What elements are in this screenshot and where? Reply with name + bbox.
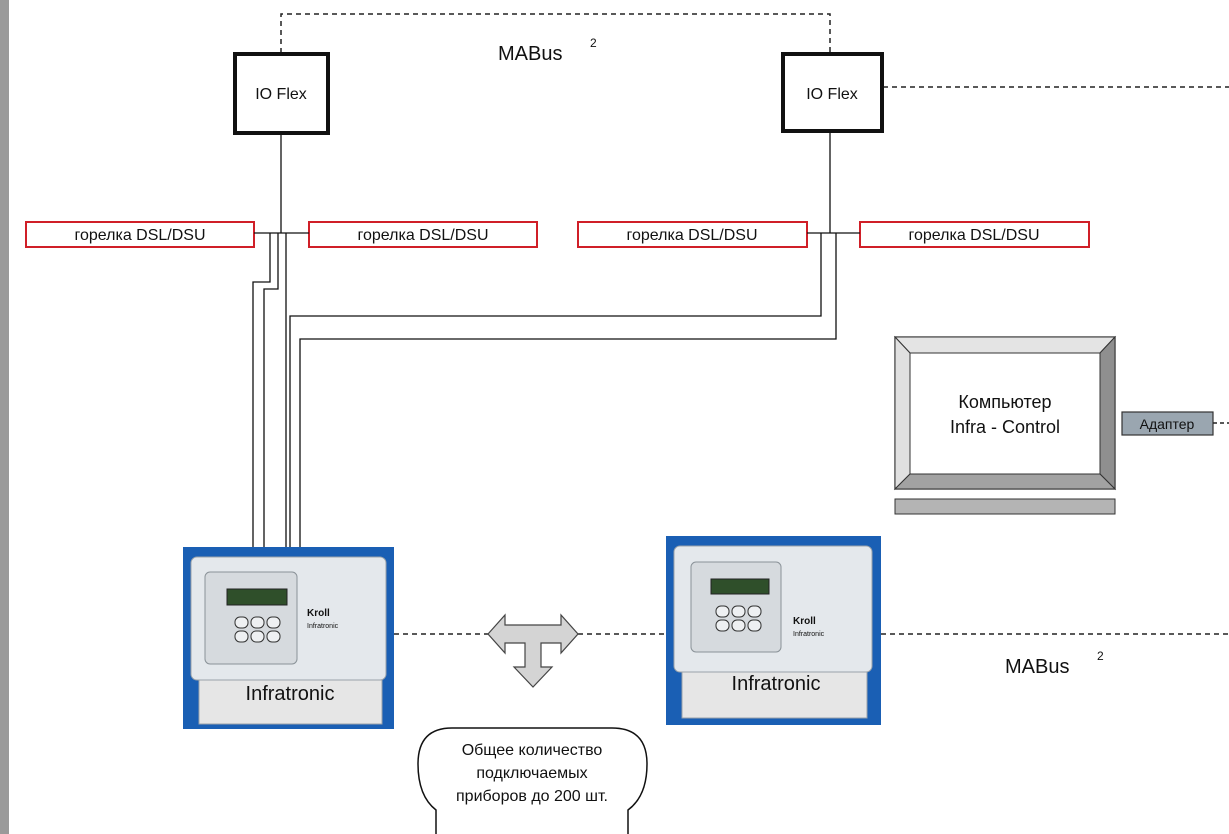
keypad-2 xyxy=(715,605,762,632)
mabus-top-superscript: 2 xyxy=(590,36,597,50)
io-flex-box-1: IO Flex xyxy=(233,52,330,135)
left-side-bar xyxy=(0,0,9,834)
controller-model-1: Infratronic xyxy=(307,623,339,630)
keypad-1 xyxy=(234,616,281,643)
mabus-bottom-superscript: 2 xyxy=(1097,649,1104,663)
burner-label-4: горелка DSL/DSU xyxy=(908,227,1039,244)
controller-brand-1: Kroll xyxy=(307,608,330,619)
right-cable-bundle xyxy=(289,233,837,548)
adapter-label: Адаптер xyxy=(1140,416,1195,432)
burner-box-3: горелка DSL/DSU xyxy=(577,221,808,248)
io-flex-label-2: IO Flex xyxy=(806,86,858,103)
left-cable-bundle xyxy=(252,233,287,548)
io-flex-label-1: IO Flex xyxy=(255,86,307,103)
mabus-bottom-label: MABus xyxy=(1005,656,1069,678)
infratronic-controller-1: Kroll Infratronic Infratronic xyxy=(183,547,394,729)
three-way-arrow-icon xyxy=(487,613,579,688)
burner-box-1: горелка DSL/DSU xyxy=(25,221,255,248)
note-line-1: Общее количество xyxy=(462,742,603,759)
keyboard xyxy=(894,498,1116,515)
controller-brand-2: Kroll xyxy=(793,616,816,627)
infratronic-controller-2: Kroll Infratronic Infratronic xyxy=(666,536,881,725)
io-flex-box-2: IO Flex xyxy=(781,52,884,133)
display-screen-2 xyxy=(710,578,770,595)
burner-box-2: горелка DSL/DSU xyxy=(308,221,538,248)
burner-label-3: горелка DSL/DSU xyxy=(626,227,757,244)
controller-model-2: Infratronic xyxy=(793,631,825,638)
note-line-3: приборов до 200 шт. xyxy=(456,788,608,805)
computer-monitor: Компьютер Infra - Control xyxy=(893,335,1117,491)
controller-label-1: Infratronic xyxy=(246,683,335,705)
controller-label-2: Infratronic xyxy=(732,673,821,695)
note-line-2: подключаемых xyxy=(476,765,587,782)
mabus-top-line xyxy=(280,13,831,53)
computer-label-line1: Компьютер xyxy=(958,392,1051,412)
note-bubble: Общее количество подключаемых приборов д… xyxy=(417,727,648,834)
burner-label-1: горелка DSL/DSU xyxy=(74,227,205,244)
computer-label-line2: Infra - Control xyxy=(950,417,1060,437)
adapter-box: Адаптер xyxy=(1121,411,1214,436)
mabus-top-label: MABus xyxy=(498,43,562,65)
burner-box-4: горелка DSL/DSU xyxy=(859,221,1090,248)
display-screen-1 xyxy=(226,588,288,606)
burner-label-2: горелка DSL/DSU xyxy=(357,227,488,244)
